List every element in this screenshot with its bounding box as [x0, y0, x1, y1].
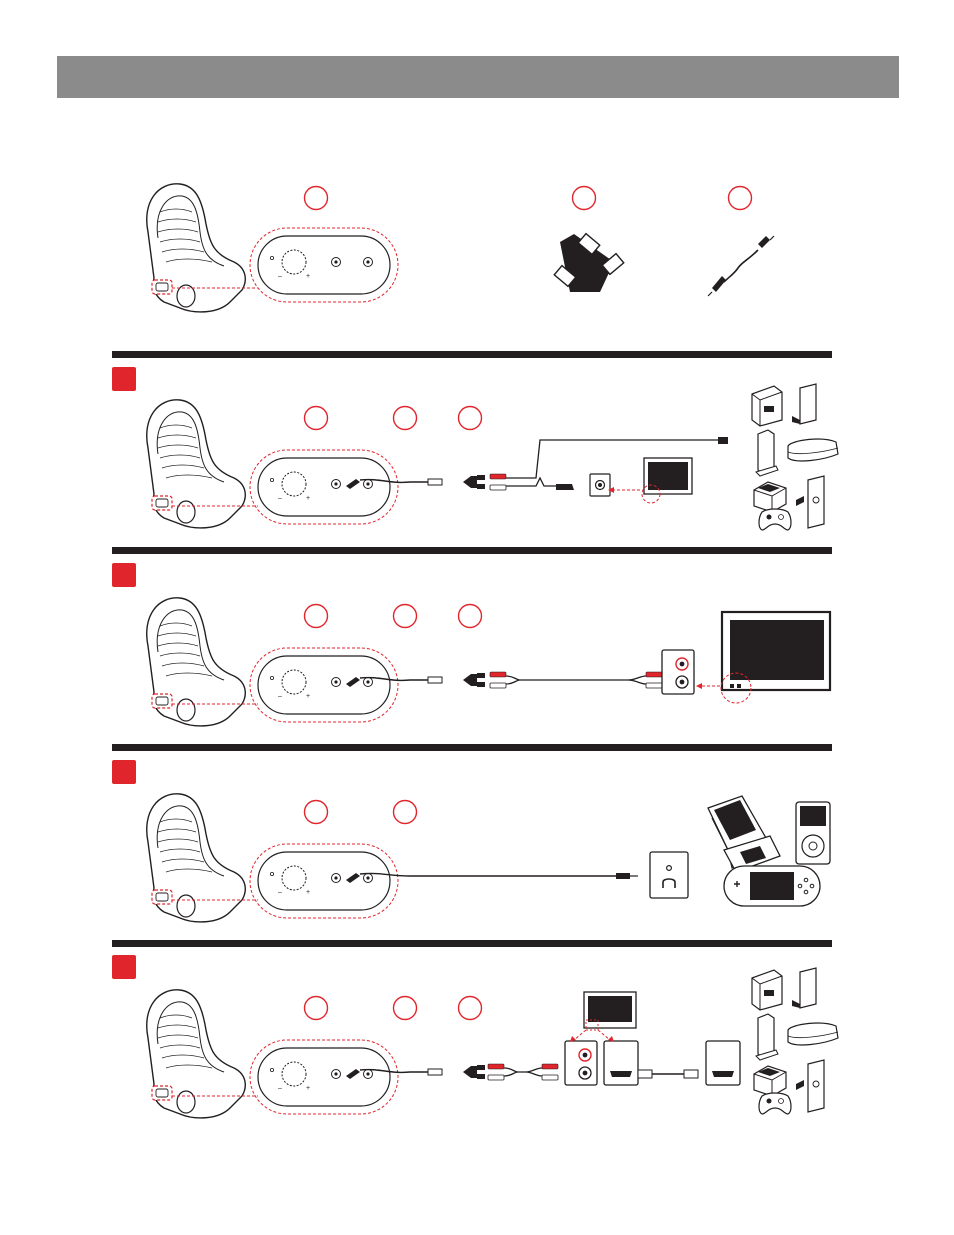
control-panel-icon: [250, 648, 398, 722]
rca-port-icon: [565, 1041, 597, 1085]
step-4-marker-b: [394, 997, 417, 1020]
chair-icon: [147, 598, 246, 726]
step-1-diagram: [147, 384, 838, 530]
step-4-diagram: [147, 968, 838, 1118]
step-3-marker-b: [394, 801, 417, 824]
part-marker-a: [305, 187, 328, 210]
audio-cable-icon: [708, 236, 774, 296]
control-panel-icon: [250, 1040, 398, 1114]
game-console-icons: [752, 384, 838, 530]
chair-icon: [147, 184, 246, 312]
game-console-icons: [752, 968, 838, 1114]
hdmi-port-icon: [604, 1041, 638, 1085]
parts-row: [147, 184, 774, 312]
step-2-marker-c: [459, 605, 482, 628]
control-panel-icon: [250, 228, 398, 302]
chair-icon: [147, 794, 246, 922]
portable-device-icons: [708, 796, 830, 906]
step-3-diagram: [147, 794, 830, 922]
splitter-icon: [554, 234, 624, 292]
chair-icon: [147, 400, 246, 528]
step-4-marker-c: [459, 997, 482, 1020]
step-2-marker-a: [305, 605, 328, 628]
rca-port-icon: [662, 650, 694, 694]
step-4-marker-a: [305, 997, 328, 1020]
part-marker-c: [729, 187, 752, 210]
part-marker-b: [573, 187, 596, 210]
audio-port-icon: [590, 474, 610, 496]
headphone-port-icon: [650, 852, 688, 898]
step-2-diagram: [147, 598, 830, 726]
control-panel-icon: [250, 844, 398, 918]
hdmi-port-icon: [706, 1041, 740, 1085]
step-3-marker-a: [305, 801, 328, 824]
step-1-marker-b: [394, 407, 417, 430]
chair-icon: [147, 990, 246, 1118]
step-1-marker-a: [305, 407, 328, 430]
step-1-marker-c: [459, 407, 482, 430]
control-panel-icon: [250, 450, 398, 524]
step-2-marker-b: [394, 605, 417, 628]
